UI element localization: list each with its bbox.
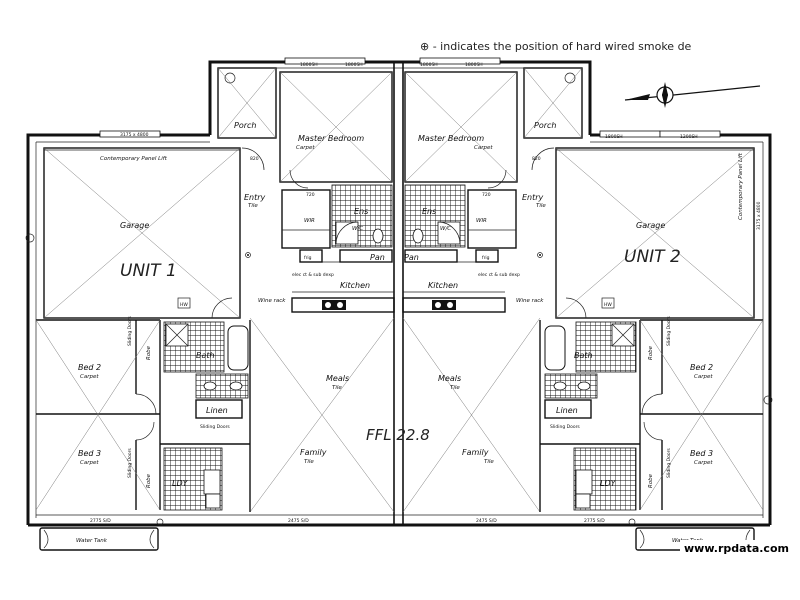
unit-1-garage-label: Garage: [120, 221, 149, 230]
unit-2-wir-label: WIR: [476, 218, 487, 224]
unit-1-wine-label: Wine rack: [258, 298, 286, 304]
unit-2-meals-floor: Tile: [450, 385, 460, 391]
unit-1-bed3-floor: Carpet: [80, 460, 99, 466]
unit-1-garage-dim: 3175 x 4800: [120, 132, 149, 138]
unit-1-porch-label: Porch: [234, 121, 256, 130]
unit-2-bed2-label: Bed 2: [690, 363, 713, 372]
unit-1-family-label: Family: [300, 448, 327, 457]
watermark: www.rpdata.com: [684, 542, 789, 555]
unit-1-robe-label: Robe: [146, 473, 152, 488]
unit-2-master-label: Master Bedroom: [418, 134, 484, 143]
unit-2-garage-label: Garage: [636, 221, 665, 230]
unit-1-ensuite-label: Ens: [354, 207, 368, 216]
unit-1-door-820: 820: [250, 156, 259, 162]
unit-1-meals-label: Meals: [326, 374, 349, 383]
unit-1-title: UNIT 1: [120, 261, 177, 281]
unit-1-wc-label: W/C: [352, 226, 363, 232]
unit-2-dim-right: 2775 S/D: [584, 518, 605, 524]
unit-1-sliding-label: Sliding Doors: [127, 316, 133, 346]
unit-2-ensuite-label: Ens: [422, 207, 436, 216]
window-label: 1800SH: [605, 134, 623, 140]
unit-2-panel-lift: Contemporary Panel Lift: [738, 152, 744, 220]
outer-walls: [26, 60, 772, 527]
unit-1-entry-floor: Tile: [248, 203, 258, 209]
unit-2-entry-floor: Tile: [536, 203, 546, 209]
unit-1-bath-label: Bath: [196, 351, 215, 360]
unit-2-ldy-label: LDY: [600, 479, 617, 488]
unit-1-robe-label: Robe: [146, 345, 152, 360]
unit-1-linen-label: Linen: [206, 406, 228, 415]
window-label: 1800SH: [465, 62, 483, 68]
unit-1-sliding-label: Sliding Doors: [127, 448, 133, 478]
unit-2-wine-label: Wine rack: [516, 298, 544, 304]
unit-2-wc-label: W/C: [440, 226, 451, 232]
unit-2-elec-label: elec ct & sub dexp: [478, 272, 520, 278]
unit-2-porch-label: Porch: [534, 121, 556, 130]
unit-1-bed2-label: Bed 2: [78, 363, 101, 372]
unit-2-sliding-label: Sliding Doors: [550, 424, 580, 430]
unit-2-robe-label: Robe: [648, 345, 654, 360]
unit-2-title: UNIT 2: [624, 247, 681, 267]
top-windows: [99, 57, 721, 138]
unit-1-frig-label: frig: [304, 255, 312, 261]
unit-2-bed3-label: Bed 3: [690, 449, 713, 458]
unit-2-master-floor: Carpet: [474, 145, 493, 151]
unit-2-robe-label: Robe: [648, 473, 654, 488]
unit-2-door-720: 720: [482, 192, 491, 198]
unit-2-bed2-floor: Carpet: [694, 374, 713, 380]
unit-2-sliding-label: Sliding Doors: [666, 448, 672, 478]
unit-1-wir-label: WIR: [304, 218, 315, 224]
unit-2-sliding-label: Sliding Doors: [666, 316, 672, 346]
unit-1-pantry-label: Pan: [370, 253, 385, 262]
unit-1-door-720: 720: [306, 192, 315, 198]
unit-2-meals-label: Meals: [438, 374, 461, 383]
unit-1-meals-floor: Tile: [332, 385, 342, 391]
unit-1-elec-label: elec ct & sub dexp: [292, 272, 334, 278]
unit-2: [402, 67, 773, 551]
unit-2-entry-label: Entry: [522, 193, 544, 202]
north-arrow-icon: [624, 82, 761, 108]
party-wall: [393, 62, 404, 525]
ffl-label: FFL 22.8: [366, 426, 430, 444]
window-label: 1800SH: [300, 62, 318, 68]
unit-2-frig-label: frig: [482, 255, 490, 261]
unit-2-pantry-label: Pan: [404, 253, 419, 262]
unit-2-linen-label: Linen: [556, 406, 578, 415]
unit-2-kitchen-label: Kitchen: [428, 281, 458, 290]
unit-1: [25, 67, 395, 551]
window-label: 1800SH: [345, 62, 363, 68]
unit-2-door-820: 820: [532, 156, 541, 162]
unit-1-entry-label: Entry: [244, 193, 266, 202]
unit-2-family-label: Family: [462, 448, 489, 457]
unit-1-master-label: Master Bedroom: [298, 134, 364, 143]
unit-1-hw-label: HW: [180, 302, 188, 308]
unit-1-bed3-label: Bed 3: [78, 449, 101, 458]
unit-1-ldy-label: LDY: [172, 479, 189, 488]
unit-1-master-floor: Carpet: [296, 145, 315, 151]
unit-1-water-tank: Water Tank: [76, 538, 108, 544]
unit-1-bed2-floor: Carpet: [80, 374, 99, 380]
unit-2-dim-mid: 2475 S/D: [476, 518, 497, 524]
unit-1-dim-left: 2775 S/D: [90, 518, 111, 524]
unit-1-sliding-label: Sliding Doors: [200, 424, 230, 430]
smoke-detector-note: ⊕ - indicates the position of hard wired…: [420, 40, 692, 53]
watermark-background: [680, 540, 790, 556]
unit-1-dim-mid: 2475 S/D: [288, 518, 309, 524]
unit-2-garage-dim: 3175 x 4800: [756, 201, 762, 230]
unit-2-hw-label: HW: [604, 302, 612, 308]
unit-2-bath-label: Bath: [574, 351, 593, 360]
window-label: 1200SH: [680, 134, 698, 140]
unit-2-family-floor: Tile: [484, 459, 494, 465]
unit-1-family-floor: Tile: [304, 459, 314, 465]
unit-1-panel-lift: Contemporary Panel Lift: [100, 156, 168, 162]
unit-1-kitchen-label: Kitchen: [340, 281, 370, 290]
window-label: 1800SH: [420, 62, 438, 68]
unit-2-bed3-floor: Carpet: [694, 460, 713, 466]
